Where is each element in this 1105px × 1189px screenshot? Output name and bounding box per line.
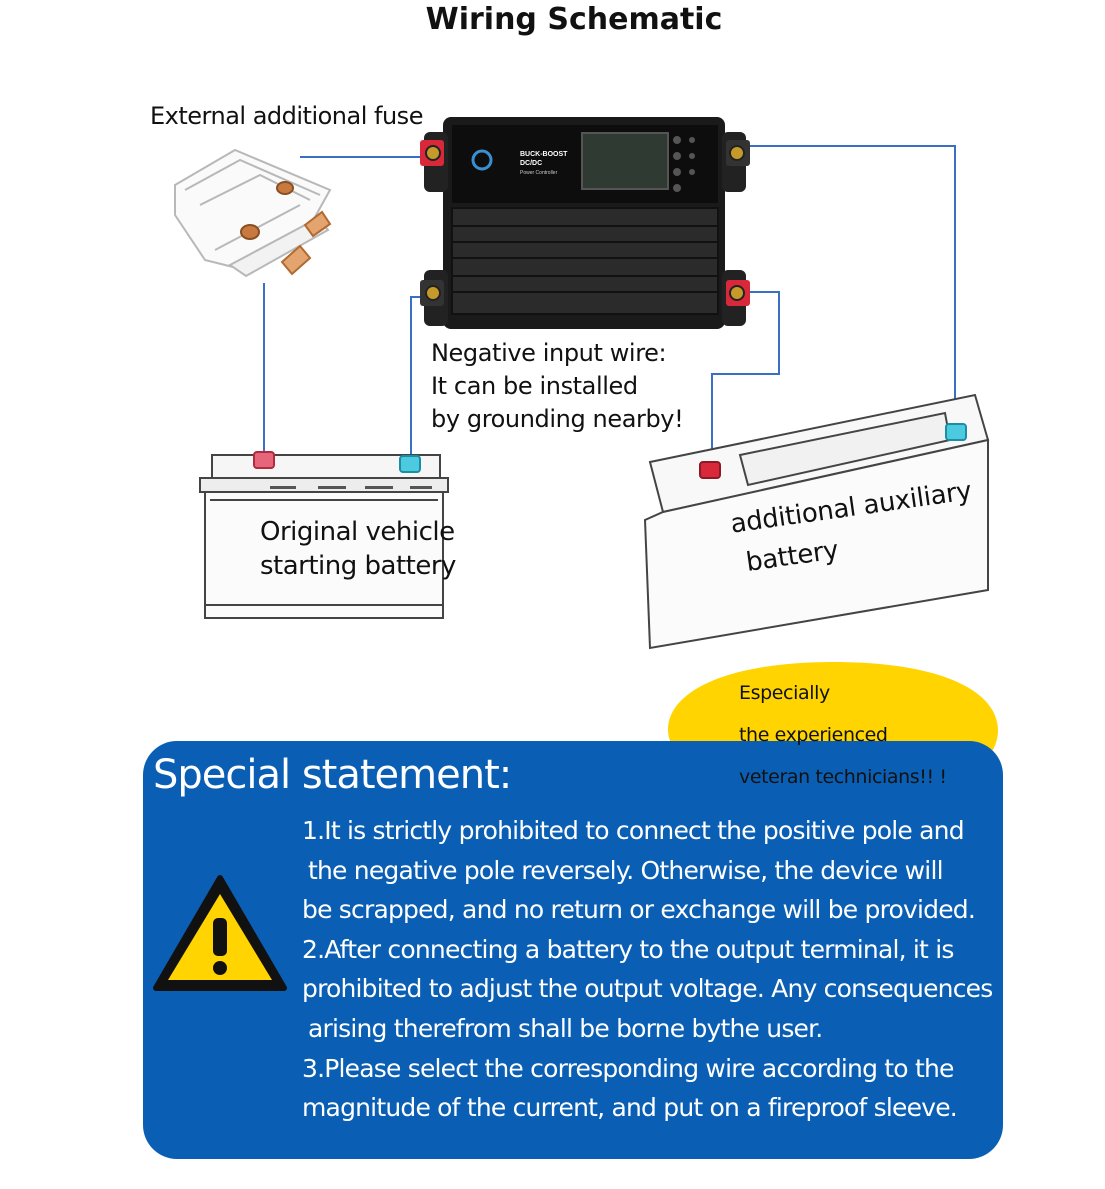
original-battery-label: Original vehicle starting battery bbox=[260, 515, 456, 583]
dc-dc-controller: BUCK-BOOST DC/DC Power Controller bbox=[420, 117, 750, 329]
controller-vents bbox=[451, 207, 719, 315]
statement-title: Special statement: bbox=[153, 752, 512, 798]
special-statement-panel bbox=[143, 741, 1003, 1159]
auxiliary-battery-icon bbox=[643, 393, 990, 650]
terminal-bottom-right-positive bbox=[726, 280, 750, 306]
controller-label-3: Power Controller bbox=[520, 170, 558, 176]
terminal-bottom-left bbox=[420, 280, 444, 306]
callout-text: Especially the experienced veteran techn… bbox=[739, 672, 947, 798]
original-battery-label-line: Original vehicle bbox=[260, 517, 455, 547]
page-title: Wiring Schematic bbox=[425, 2, 723, 37]
controller-label-1: BUCK-BOOST bbox=[520, 151, 568, 158]
negative-wire-note-line: It can be installed bbox=[431, 372, 638, 400]
wire-controller-to-aux-negative bbox=[748, 145, 956, 420]
original-battery-label-line: starting battery bbox=[260, 551, 456, 581]
controller-buttons bbox=[673, 136, 695, 192]
statement-line: 1.It is strictly prohibited to connect t… bbox=[302, 816, 965, 845]
controller-label-2: DC/DC bbox=[520, 160, 542, 167]
fuse-label: External additional fuse bbox=[150, 102, 423, 130]
terminal-top-right bbox=[726, 140, 750, 166]
terminal-top-left-positive bbox=[420, 140, 444, 166]
fuse-holder-icon bbox=[174, 148, 332, 278]
statement-line: magnitude of the current, and put on a f… bbox=[302, 1093, 958, 1123]
callout-line: Especially bbox=[739, 682, 830, 704]
statement-line: 2.After connecting a battery to the outp… bbox=[302, 934, 954, 964]
negative-wire-note-line: by grounding nearby! bbox=[431, 405, 684, 433]
callout-line: the experienced bbox=[739, 724, 888, 746]
warning-icon bbox=[153, 875, 287, 991]
original-battery-icon bbox=[199, 451, 449, 619]
statement-line: prohibited to adjust the output voltage.… bbox=[302, 974, 993, 1004]
callout-line: veteran technicians!! ! bbox=[739, 766, 947, 788]
statement-rules: 1.It is strictly prohibited to connect t… bbox=[302, 811, 1002, 1128]
negative-wire-note: Negative input wire: It can be installed… bbox=[431, 337, 684, 436]
wire-controller-to-aux-positive bbox=[711, 291, 780, 465]
negative-wire-note-line: Negative input wire: bbox=[431, 339, 667, 367]
statement-line: 3.Please select the corresponding wire a… bbox=[302, 1053, 954, 1083]
wires bbox=[263, 145, 956, 465]
statement-line: be scrapped, and no return or exchange w… bbox=[302, 895, 976, 925]
statement-line: the negative pole reversely. Otherwise, … bbox=[308, 855, 944, 885]
statement-line: arising therefrom shall be borne bythe u… bbox=[308, 1013, 823, 1043]
